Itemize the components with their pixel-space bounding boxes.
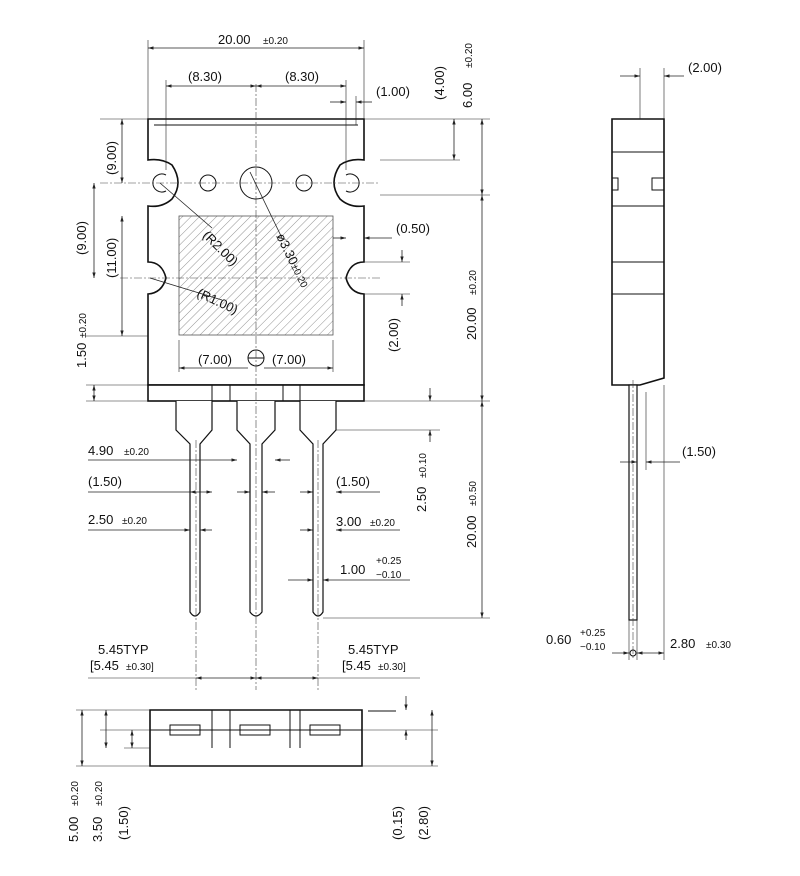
- dim-lead-150-right: (1.50): [336, 474, 370, 489]
- dim-pitch-left-exact: [5.45: [90, 658, 119, 673]
- svg-text:±0.20: ±0.20: [78, 313, 89, 338]
- svg-text:−0.10: −0.10: [376, 570, 402, 581]
- lead-left: [175, 401, 213, 617]
- dim-lead-250: 2.50: [88, 512, 113, 527]
- svg-text:±0.20: ±0.20: [94, 781, 105, 806]
- dim-left-9-mid: (9.00): [74, 221, 89, 255]
- dim-bottom-350: 3.50: [90, 817, 105, 842]
- bottom-body: [149, 709, 363, 767]
- svg-text:+0.25: +0.25: [580, 628, 606, 639]
- dim-pad-left: (7.00): [198, 352, 232, 367]
- dim-side-lead-thick: 0.60: [546, 632, 571, 647]
- svg-text:±0.20: ±0.20: [263, 36, 288, 47]
- svg-text:±0.30]: ±0.30]: [378, 662, 406, 673]
- dim-pitch-right-exact: [5.45: [342, 658, 371, 673]
- svg-text:±0.20: ±0.20: [122, 516, 147, 527]
- dim-lead-length: 20.00: [464, 515, 479, 548]
- svg-text:±0.10: ±0.10: [418, 453, 429, 478]
- svg-text:−0.10: −0.10: [580, 642, 606, 653]
- dim-side-lead-step: (1.50): [682, 444, 716, 459]
- dim-left-150: 1.50: [74, 343, 89, 368]
- dim-width-total: 20.00: [218, 32, 251, 47]
- dim-pitch-right: (8.30): [285, 69, 319, 84]
- svg-text:±0.50: ±0.50: [468, 481, 479, 506]
- dim-pitch-right-typ: 5.45TYP: [348, 642, 399, 657]
- dim-pad-right: (7.00): [272, 352, 306, 367]
- svg-text:±0.20: ±0.20: [124, 447, 149, 458]
- dim-pitch-left: (8.30): [188, 69, 222, 84]
- dim-lead-100: 1.00: [340, 562, 365, 577]
- side-body: [611, 118, 665, 386]
- dim-side-overall: 2.80: [670, 636, 695, 651]
- die-pad: [178, 215, 334, 336]
- front-view: 20.00 ±0.20 (8.30) (8.30) (1.00) (4.00) …: [74, 32, 490, 690]
- dim-lead-150-left: (1.50): [88, 474, 122, 489]
- side-view: (2.00) (1.50) 0.60 +0.25 −0.10 2.80 ±0.3…: [546, 60, 731, 660]
- dim-body-height: 20.00: [464, 307, 479, 340]
- svg-text:±0.20: ±0.20: [468, 270, 479, 295]
- dim-right-050: (0.50): [396, 221, 430, 236]
- bottom-view: 5.00 ±0.20 3.50 ±0.20 (1.50) (0.15) (2.8…: [66, 696, 438, 842]
- svg-text:+0.25: +0.25: [376, 556, 402, 567]
- dim-side-thickness: (2.00): [688, 60, 722, 75]
- dim-ear-offset: (1.00): [376, 84, 410, 99]
- dim-left-9-top: (9.00): [104, 141, 119, 175]
- svg-text:±0.20: ±0.20: [70, 781, 81, 806]
- dim-top-hole-b: 6.00: [460, 83, 475, 108]
- svg-text:±0.30: ±0.30: [706, 640, 731, 651]
- bottom-lead-3: [309, 724, 341, 736]
- dim-pitch-left-typ: 5.45TYP: [98, 642, 149, 657]
- dim-bottom-015: (0.15): [390, 806, 405, 840]
- bottom-lead-2: [239, 724, 271, 736]
- dim-left-11: (11.00): [104, 238, 119, 278]
- dim-top-hole-a: (4.00): [432, 66, 447, 100]
- svg-text:±0.20: ±0.20: [370, 518, 395, 529]
- dim-bottom-280: (2.80): [416, 806, 431, 840]
- dim-lead-490: 4.90: [88, 443, 113, 458]
- bottom-lead-1: [169, 724, 201, 736]
- svg-text:±0.30]: ±0.30]: [126, 662, 154, 673]
- dim-right-200: (2.00): [386, 318, 401, 352]
- svg-text:±0.20: ±0.20: [464, 43, 475, 68]
- dim-bottom-500: 5.00: [66, 817, 81, 842]
- dim-lead-300: 3.00: [336, 514, 361, 529]
- dim-vert-250: 2.50: [414, 487, 429, 512]
- dim-bottom-150: (1.50): [116, 806, 131, 840]
